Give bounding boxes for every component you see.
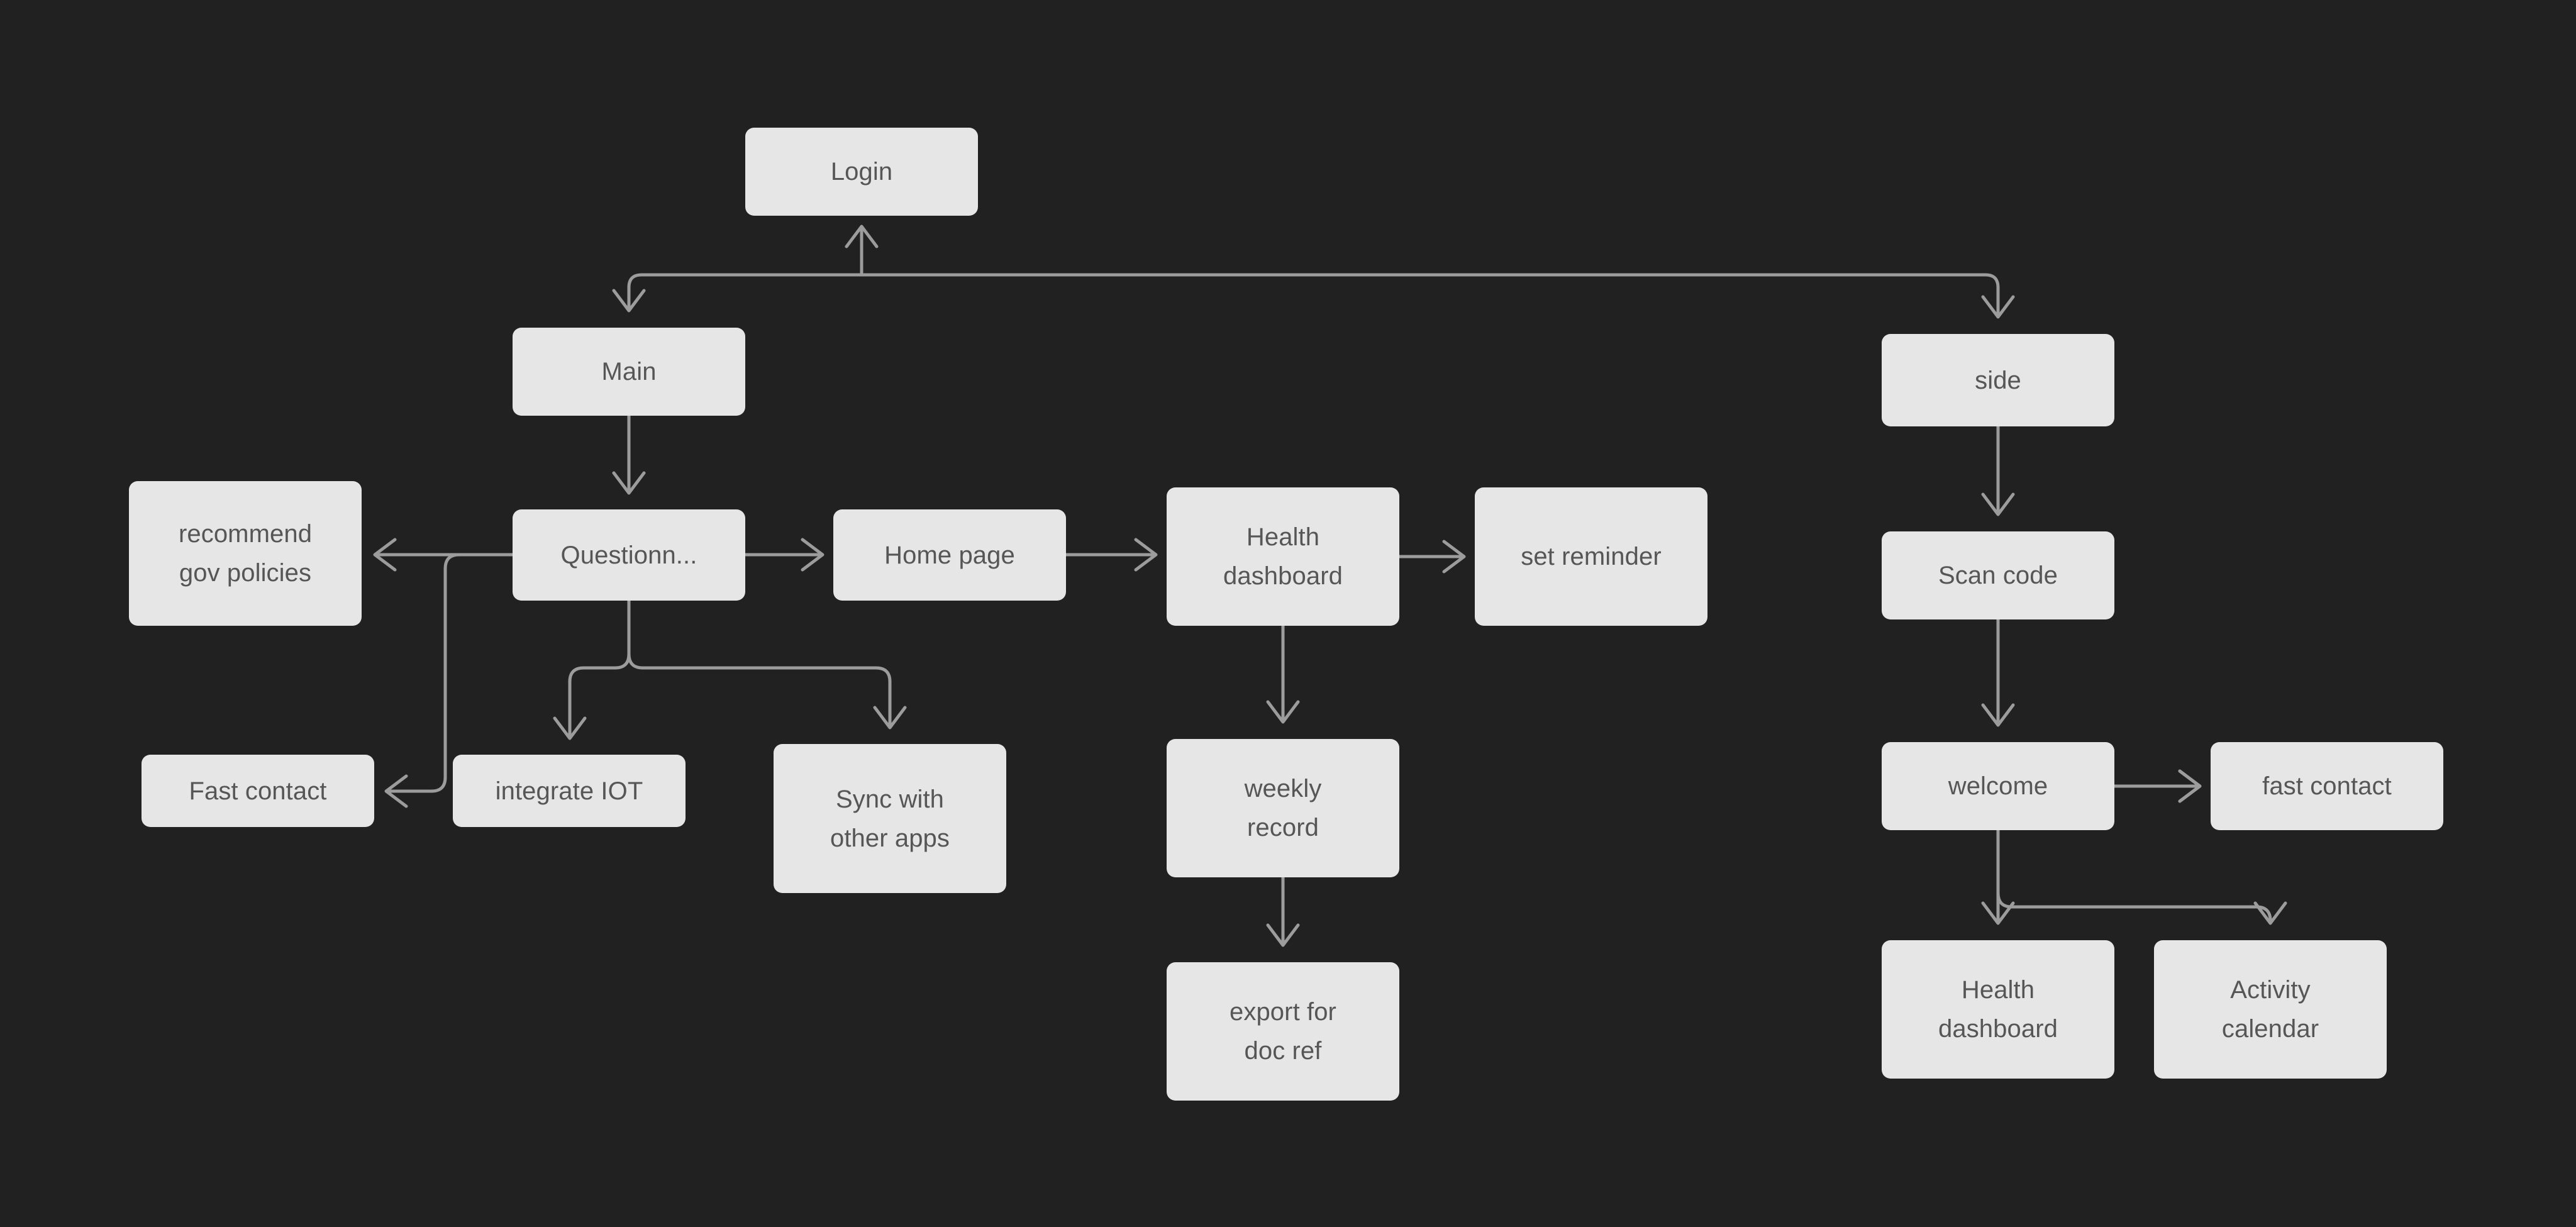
edge-bus-to-main [612, 273, 863, 313]
node-main[interactable]: Main [513, 328, 745, 416]
node-login[interactable]: Login [745, 128, 978, 216]
node-integrate-iot[interactable]: integrate IOT [453, 755, 686, 827]
edge-quest-recommend [373, 538, 514, 572]
node-scan-code-label: Scan code [1938, 562, 2058, 589]
node-sync-with-other-apps[interactable]: Sync with other apps [774, 744, 1006, 893]
node-recommend-gov-policies[interactable]: recommend gov policies [129, 481, 362, 626]
node-fast-contact-left-label: Fast contact [189, 777, 327, 805]
edge-main-questionnaire [612, 414, 646, 495]
edge-health-weekly [1266, 624, 1300, 724]
edge-weekly-export [1266, 875, 1300, 947]
edge-welcome-fast [2112, 769, 2202, 803]
edge-quest-sync [627, 599, 907, 730]
node-questionnaire[interactable]: Questionn... [513, 509, 745, 601]
node-questionnaire-label: Questionn... [560, 541, 697, 569]
edge-welcome-health2 [1981, 828, 2015, 925]
edge-quest-iot [553, 599, 631, 740]
node-fast-contact-right-label: fast contact [2262, 772, 2392, 800]
node-health-dashboard-main-label: Health dashboard [1223, 523, 1343, 590]
node-health-dashboard-side[interactable]: Health dashboard [1882, 940, 2114, 1079]
node-weekly-record-label: weekly record [1244, 775, 1322, 841]
node-weekly-record[interactable]: weekly record [1167, 739, 1399, 877]
node-login-label: Login [830, 158, 893, 186]
edge-quest-homepage [743, 538, 824, 572]
edge-home-health [1064, 538, 1158, 572]
node-welcome-label: welcome [1948, 772, 2048, 800]
node-health-dashboard-side-label: Health dashboard [1938, 976, 2058, 1043]
node-sync-with-other-apps-label: Sync with other apps [830, 785, 950, 852]
node-activity-calendar-label: Activity calendar [2221, 976, 2319, 1043]
node-side[interactable]: side [1882, 334, 2114, 426]
node-scan-code[interactable]: Scan code [1882, 531, 2114, 619]
edge-side-scan [1981, 425, 2015, 516]
node-set-reminder-label: set reminder [1521, 543, 1662, 570]
node-activity-calendar[interactable]: Activity calendar [2154, 940, 2387, 1079]
node-health-dashboard-main[interactable]: Health dashboard [1167, 487, 1399, 626]
node-fast-contact-right[interactable]: fast contact [2211, 742, 2443, 830]
edge-scan-welcome [1981, 618, 2015, 727]
node-home-page-label: Home page [884, 541, 1015, 569]
edge-bus-to-login [845, 225, 879, 277]
node-main-label: Main [601, 358, 657, 386]
node-set-reminder[interactable]: set reminder [1475, 487, 1707, 626]
node-home-page[interactable]: Home page [833, 509, 1066, 601]
node-integrate-iot-label: integrate IOT [495, 777, 643, 805]
node-export-for-doc-ref-label: export for doc ref [1230, 998, 1336, 1065]
node-recommend-gov-policies-label: recommend gov policies [178, 520, 313, 587]
edge-welcome-activity [1996, 828, 2287, 925]
edge-bus-to-side [860, 273, 2015, 319]
node-fast-contact-left[interactable]: Fast contact [142, 755, 374, 827]
node-export-for-doc-ref[interactable]: export for doc ref [1167, 962, 1399, 1101]
node-welcome[interactable]: welcome [1882, 742, 2114, 830]
edge-health-reminder [1397, 540, 1466, 574]
node-side-label: side [1975, 366, 2021, 394]
